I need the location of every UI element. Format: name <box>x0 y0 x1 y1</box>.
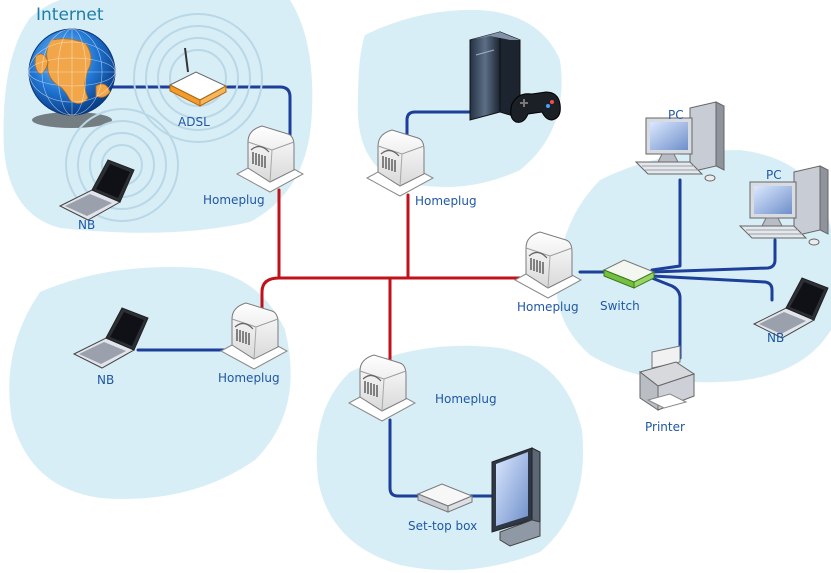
gamepad-icon[interactable] <box>510 91 561 123</box>
internet-label: Internet <box>36 5 104 25</box>
pc-top-label: PC <box>668 108 684 122</box>
television-icon[interactable] <box>491 447 541 547</box>
nb-left-label: NB <box>97 373 114 387</box>
homeplug-right-label: Homeplug <box>517 300 579 314</box>
pc-right-label: PC <box>766 168 782 182</box>
adsl-label: ADSL <box>178 115 210 129</box>
homeplug-bottom-label: Homeplug <box>435 392 497 406</box>
wifi-rings-laptop <box>65 108 179 222</box>
printer-label: Printer <box>645 420 685 434</box>
wifi-rings-router <box>133 13 263 143</box>
set-top-box-icon[interactable] <box>416 483 474 513</box>
zone-left <box>9 267 291 499</box>
homeplug-top-left-label: Homeplug <box>203 193 265 207</box>
nb-right-label: NB <box>767 331 784 345</box>
zone-tv <box>316 345 584 571</box>
network-cables <box>110 85 777 498</box>
homeplug-left-label: Homeplug <box>218 371 280 385</box>
game-console-icon[interactable] <box>469 31 521 121</box>
globe-icon <box>28 28 116 128</box>
nb-top-label: NB <box>78 218 95 232</box>
switch-icon[interactable] <box>602 259 656 289</box>
adsl-router-icon[interactable] <box>168 47 228 107</box>
printer-icon[interactable] <box>638 345 696 411</box>
settop-label: Set-top box <box>408 519 477 533</box>
homeplug-top-center-label: Homeplug <box>415 194 477 208</box>
switch-label: Switch <box>600 299 640 313</box>
